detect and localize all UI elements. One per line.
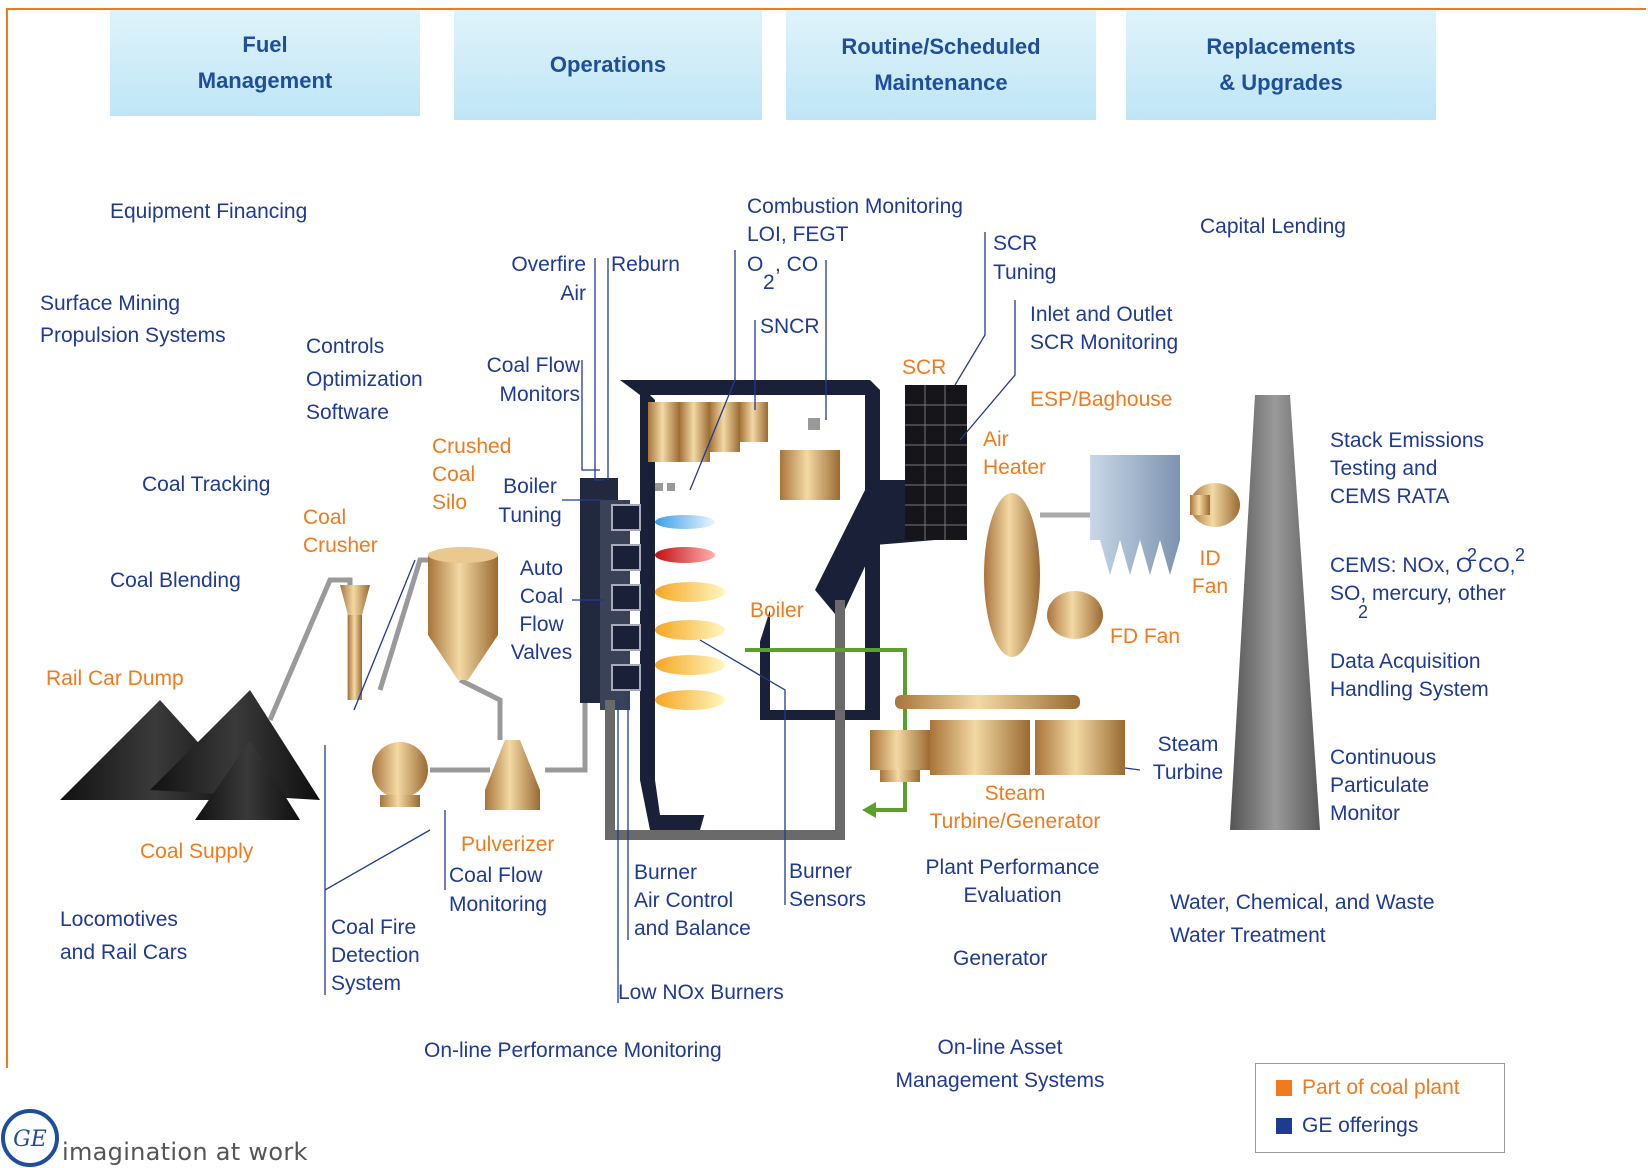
label-coal-tracking: Coal Tracking bbox=[142, 473, 271, 496]
label-inlet-outlet-scr: Inlet and Outlet SCR Monitoring bbox=[1030, 303, 1179, 354]
label-stack-emissions: Stack Emissions Testing and CEMS RATA bbox=[1330, 429, 1485, 508]
label-burner-air-control: Burner Air Control and Balance bbox=[634, 861, 751, 940]
label-coal-crusher: Coal Crusher bbox=[303, 506, 378, 557]
svg-text:GE: GE bbox=[13, 1127, 47, 1152]
slide-frame bbox=[6, 8, 1646, 1068]
header-operations: Operations bbox=[454, 10, 762, 120]
label-scr-tuning: SCR Tuning bbox=[993, 232, 1057, 284]
label-burner-sensors: Burner Sensors bbox=[789, 860, 867, 911]
label-controls-software: Controls Optimization Software bbox=[306, 335, 423, 424]
label-cems-sub1: 2 bbox=[1467, 545, 1478, 565]
label-scr: SCR bbox=[902, 356, 947, 379]
ge-logo: GE bbox=[1, 1109, 59, 1167]
legend-label-ge: GE offerings bbox=[1302, 1114, 1419, 1137]
label-steam-turbine: Steam Turbine bbox=[1152, 733, 1224, 784]
label-continuous-particulate: Continuous Particulate Monitor bbox=[1330, 746, 1437, 825]
legend-swatch-ge bbox=[1276, 1118, 1292, 1134]
label-capital-lending: Capital Lending bbox=[1200, 215, 1346, 238]
label-surface-mining: Surface Mining Propulsion Systems bbox=[40, 292, 226, 347]
label-o2-co: O , CO bbox=[747, 253, 819, 276]
label-air-heater: Air Heater bbox=[983, 428, 1047, 479]
esp-shape bbox=[1090, 455, 1180, 575]
label-sncr: SNCR bbox=[760, 315, 820, 338]
label-cems-line2: SO, mercury, other bbox=[1330, 582, 1506, 605]
legend-item-ge: GE offerings bbox=[1276, 1114, 1418, 1138]
legend-item-plant: Part of coal plant bbox=[1276, 1076, 1460, 1100]
label-locomotives: Locomotives and Rail Cars bbox=[60, 908, 188, 964]
label-id-fan: ID Fan bbox=[1191, 547, 1229, 598]
label-data-acquisition: Data Acquisition Handling System bbox=[1330, 650, 1489, 701]
label-coal-blending: Coal Blending bbox=[110, 569, 241, 592]
label-online-asset: On-line Asset Management Systems bbox=[895, 1036, 1105, 1092]
label-combustion-monitoring: Combustion Monitoring LOI, FEGT bbox=[747, 195, 963, 246]
label-equipment-financing: Equipment Financing bbox=[110, 200, 308, 223]
stack-shape bbox=[1230, 395, 1320, 830]
label-auto-coal-flow-valves: Auto Coal Flow Valves bbox=[510, 557, 573, 664]
logo-tagline: imagination at work bbox=[62, 1138, 308, 1166]
coal-silo-shape bbox=[428, 547, 498, 680]
pulverizer-shape bbox=[372, 740, 540, 810]
header-fuel-management: Fuel Management bbox=[110, 10, 420, 116]
label-online-performance: On-line Performance Monitoring bbox=[424, 1039, 722, 1062]
label-coal-flow-monitoring: Coal Flow Monitoring bbox=[449, 864, 548, 916]
label-low-nox: Low NOx Burners bbox=[618, 981, 784, 1004]
label-pulverizer: Pulverizer bbox=[461, 833, 555, 856]
label-boiler-tuning: Boiler Tuning bbox=[498, 475, 562, 527]
label-cems-line1: CEMS: NOx, O CO, bbox=[1330, 554, 1516, 577]
label-overfire-air: Overfire Air bbox=[511, 253, 586, 305]
legend-swatch-plant bbox=[1276, 1080, 1292, 1096]
header-routine-maintenance: Routine/Scheduled Maintenance bbox=[786, 10, 1096, 120]
label-coal-flow-monitors: Coal Flow Monitors bbox=[486, 354, 580, 406]
legend-label-plant: Part of coal plant bbox=[1302, 1076, 1460, 1099]
label-o2-subscript: 2 bbox=[763, 271, 775, 294]
label-boiler: Boiler bbox=[750, 599, 804, 622]
label-plant-performance: Plant Performance Evaluation bbox=[925, 856, 1100, 907]
scr-shape bbox=[905, 385, 967, 540]
label-cems-sub2: 2 bbox=[1515, 545, 1526, 565]
label-cems-sub3: 2 bbox=[1358, 602, 1369, 622]
label-steam-turbine-generator: Steam Turbine/Generator bbox=[929, 782, 1101, 833]
coal-piles bbox=[60, 690, 320, 820]
legend: Part of coal plant GE offerings bbox=[1255, 1063, 1505, 1153]
label-fd-fan: FD Fan bbox=[1110, 625, 1181, 648]
steam-turbine-shape bbox=[870, 695, 1125, 782]
air-heater-shape bbox=[984, 493, 1040, 657]
label-coal-supply: Coal Supply bbox=[140, 840, 254, 863]
label-rail-car-dump: Rail Car Dump bbox=[46, 667, 184, 690]
coal-crusher-shape bbox=[340, 585, 370, 700]
label-water-treatment: Water, Chemical, and Waste Water Treatme… bbox=[1170, 891, 1435, 947]
label-coal-fire-detection: Coal Fire Detection System bbox=[331, 916, 420, 995]
boiler-shape bbox=[580, 380, 880, 830]
label-crushed-coal-silo: Crushed Coal Silo bbox=[432, 435, 512, 514]
label-esp-baghouse: ESP/Baghouse bbox=[1030, 388, 1173, 411]
label-generator: Generator bbox=[953, 947, 1048, 970]
label-reburn: Reburn bbox=[611, 253, 680, 276]
header-replacements-upgrades: Replacements & Upgrades bbox=[1126, 10, 1436, 120]
